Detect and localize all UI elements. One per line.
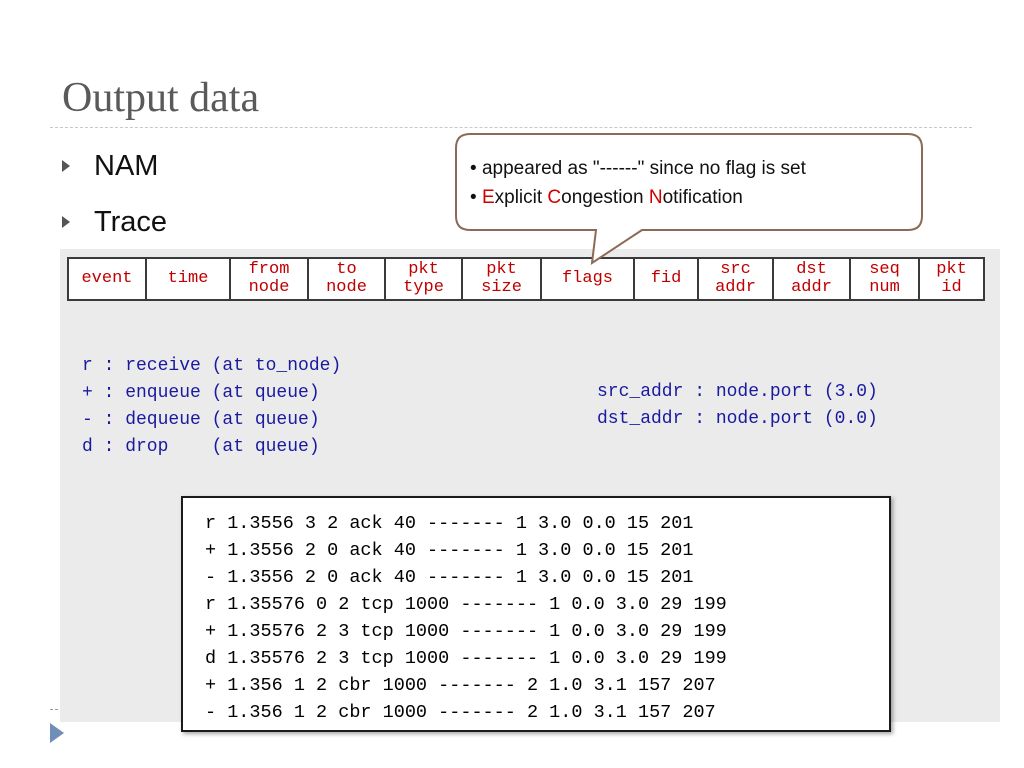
field-flags: flags <box>540 257 635 301</box>
ecn-word-rest: ongestion <box>561 187 649 208</box>
trace-line: - 1.356 1 2 cbr 1000 ------- 2 1.0 3.1 1… <box>205 702 716 723</box>
bullet-text: Trace <box>94 206 168 238</box>
field-to-node: to node <box>307 257 386 301</box>
field-src-addr: src addr <box>697 257 774 301</box>
fields-row: event time from node to node pkt type pk… <box>67 257 985 301</box>
callout-line-1: • appeared as "------" since no flag is … <box>470 158 806 179</box>
field-seq-num: seq num <box>849 257 920 301</box>
bullet-triangle-icon <box>62 216 70 228</box>
trace-lines: r 1.3556 3 2 ack 40 ------- 1 3.0 0.0 15… <box>205 510 727 726</box>
ecn-letter-e: E <box>481 187 495 208</box>
field-event: event <box>67 257 147 301</box>
ecn-word-rest: xplicit <box>494 187 548 208</box>
trace-line: + 1.356 1 2 cbr 1000 ------- 2 1.0 3.1 1… <box>205 675 716 696</box>
ecn-word-rest: otification <box>662 187 743 208</box>
addr-line: dst_addr : node.port (0.0) <box>597 409 878 429</box>
trace-sample-box: r 1.3556 3 2 ack 40 ------- 1 3.0 0.0 15… <box>181 496 891 732</box>
legend-line: d : drop (at queue) <box>82 437 320 457</box>
field-pkt-size: pkt size <box>461 257 542 301</box>
bullet-triangle-icon <box>62 160 70 172</box>
callout-flags-note: appeared as "------" since no flag is se… <box>481 158 806 179</box>
field-pkt-id: pkt id <box>918 257 985 301</box>
slide-title: Output data <box>62 75 260 121</box>
field-pkt-type: pkt type <box>384 257 463 301</box>
slide-corner-triangle-icon <box>50 723 64 743</box>
bullet-list: NAM Trace <box>62 146 167 258</box>
field-fid: fid <box>633 257 699 301</box>
address-legend: src_addr : node.port (3.0) dst_addr : no… <box>597 379 878 433</box>
corner-divider <box>50 709 58 710</box>
ecn-letter-c: C <box>547 187 562 208</box>
callout-text: • appeared as "------" since no flag is … <box>470 154 915 212</box>
addr-line: src_addr : node.port (3.0) <box>597 382 878 402</box>
title-divider <box>50 127 972 128</box>
bullet-item-trace: Trace <box>62 202 167 258</box>
field-dst-addr: dst addr <box>772 257 851 301</box>
trace-line: r 1.3556 3 2 ack 40 ------- 1 3.0 0.0 15… <box>205 513 694 534</box>
event-legend: r : receive (at to_node) + : enqueue (at… <box>82 353 341 461</box>
legend-line: r : receive (at to_node) <box>82 356 342 376</box>
trace-line: r 1.35576 0 2 tcp 1000 ------- 1 0.0 3.0… <box>205 594 727 615</box>
field-from-node: from node <box>229 257 309 301</box>
trace-line: + 1.35576 2 3 tcp 1000 ------- 1 0.0 3.0… <box>205 621 727 642</box>
trace-fields-table: event time from node to node pkt type pk… <box>67 257 985 301</box>
legend-line: + : enqueue (at queue) <box>82 383 320 403</box>
trace-line: - 1.3556 2 0 ack 40 ------- 1 3.0 0.0 15… <box>205 567 694 588</box>
trace-line: + 1.3556 2 0 ack 40 ------- 1 3.0 0.0 15… <box>205 540 694 561</box>
callout-line-2: • Explicit Congestion Notification <box>470 187 743 208</box>
bullet-text: NAM <box>94 150 159 182</box>
trace-line: d 1.35576 2 3 tcp 1000 ------- 1 0.0 3.0… <box>205 648 727 669</box>
ecn-letter-n: N <box>648 187 663 208</box>
legend-line: - : dequeue (at queue) <box>82 410 320 430</box>
field-time: time <box>145 257 231 301</box>
bullet-item-nam: NAM <box>62 146 167 202</box>
